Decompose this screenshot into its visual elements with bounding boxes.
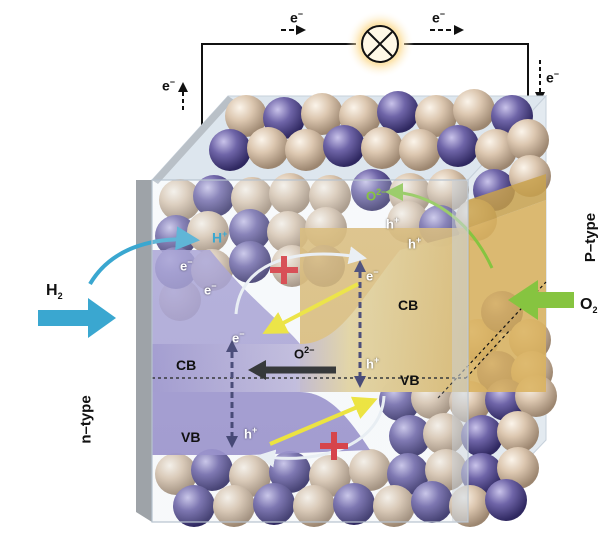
purple-particle (377, 91, 419, 133)
electron-label-cb-p: e− (366, 267, 379, 284)
tan-particle (497, 411, 539, 453)
cb-label-p: CB (398, 297, 419, 313)
cb-label-n: CB (176, 357, 197, 373)
hole-label-vb-p: h+ (366, 355, 380, 372)
electron-label-left: e− (162, 77, 176, 94)
tan-particle (225, 95, 267, 137)
oxide-ion-label-cathode: O2− (366, 187, 387, 204)
front-glass-face (151, 179, 469, 523)
tan-particle (453, 89, 495, 131)
electron-label-top-left: e− (290, 9, 304, 26)
p-type-label: P–type (582, 212, 600, 263)
lamp-icon (361, 25, 399, 63)
purple-particle (437, 125, 479, 167)
electron-label-right: e− (546, 69, 560, 86)
purple-particle (485, 479, 527, 521)
tan-particle (361, 127, 403, 169)
purple-particle (461, 415, 503, 457)
h2-label: H2 (46, 282, 63, 302)
hole-label-cathode-1: h+ (386, 215, 400, 232)
vb-label-n: VB (181, 429, 201, 445)
tan-particle (507, 119, 549, 161)
p-region-top-face (468, 174, 546, 228)
oxide-ion-label-migration: O2− (294, 345, 315, 362)
proton-label: H+ (212, 229, 228, 246)
purple-particle (209, 129, 251, 171)
fermi-level-line-side (465, 329, 511, 379)
n-type-label: n–type (77, 395, 95, 444)
tan-particle (247, 127, 289, 169)
tan-particle (497, 447, 539, 489)
tan-particle (475, 129, 517, 171)
vb-label-p: VB (400, 372, 420, 388)
tan-particle (285, 129, 327, 171)
hole-label-vb-n: h+ (244, 425, 258, 442)
tan-particle (399, 129, 441, 171)
electron-label-anode-1: e− (180, 257, 193, 274)
purple-particle (323, 125, 365, 167)
o2-label: O2 (580, 296, 598, 316)
tan-particle (415, 95, 457, 137)
electron-label-cb-n: e− (232, 329, 245, 346)
external-circuit-wire (201, 43, 529, 128)
hole-label-cathode-2: h+ (408, 235, 422, 252)
tan-particle (301, 93, 343, 135)
electron-label-anode-2: e− (204, 281, 217, 298)
electron-label-top-right: e− (432, 9, 446, 26)
